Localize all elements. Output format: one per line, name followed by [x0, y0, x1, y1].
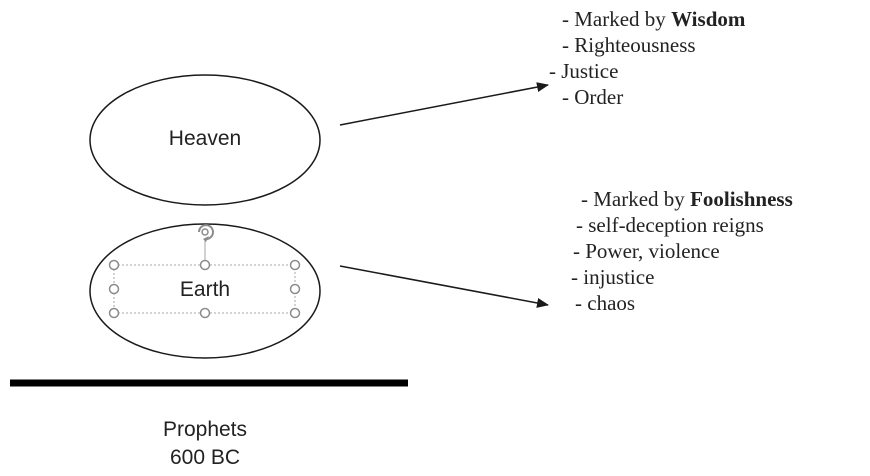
- heaven-trait-item: - Order: [562, 84, 745, 110]
- resize-handle-icon[interactable]: [289, 283, 301, 295]
- earth-trait-text: - injustice: [571, 265, 655, 289]
- heaven-trait-text: - Righteousness: [562, 33, 696, 57]
- resize-handle-icon[interactable]: [108, 259, 120, 271]
- earth-trait-item: - injustice: [571, 264, 793, 290]
- earth-trait-text: - self-deception reigns: [576, 213, 764, 237]
- heaven-trait-item: - Marked by Wisdom: [562, 6, 745, 32]
- earth-traits-list: - Marked by Foolishness - self-deception…: [571, 186, 793, 316]
- heaven-arrow[interactable]: [339, 82, 549, 126]
- heaven-trait-text: - Order: [562, 85, 624, 109]
- heaven-trait-emphasis: Wisdom: [671, 7, 746, 31]
- resize-handle-icon[interactable]: [108, 283, 120, 295]
- prophets-caption: Prophets 600 BC: [105, 416, 305, 472]
- earth-trait-item: - self-deception reigns: [576, 212, 793, 238]
- caption-line-1: Prophets: [162, 418, 248, 441]
- caption-line-2: 600 BC: [169, 446, 241, 469]
- heaven-ellipse[interactable]: [89, 74, 321, 206]
- rotate-handle-icon[interactable]: [198, 224, 214, 242]
- resize-handle-icon[interactable]: [199, 259, 211, 271]
- earth-trait-emphasis: Foolishness: [690, 187, 793, 211]
- earth-trait-text: - Power, violence: [573, 239, 720, 263]
- earth-trait-item: - Marked by Foolishness: [581, 186, 793, 212]
- heaven-traits-list: - Marked by Wisdom- Righteousness- Justi…: [549, 6, 745, 110]
- earth-trait-item: - Power, violence: [573, 238, 793, 264]
- heaven-trait-text: - Justice: [549, 59, 619, 83]
- earth-arrow[interactable]: [339, 265, 549, 308]
- heaven-trait-text: - Marked by: [562, 7, 672, 31]
- earth-ellipse[interactable]: [89, 223, 321, 359]
- heaven-label: Heaven: [168, 127, 242, 150]
- resize-handle-icon[interactable]: [289, 307, 301, 319]
- earth-trait-text: - Marked by: [581, 187, 691, 211]
- heaven-trait-item: - Righteousness: [562, 32, 745, 58]
- resize-handle-icon[interactable]: [108, 307, 120, 319]
- earth-label[interactable]: Earth: [179, 278, 231, 301]
- resize-handle-icon[interactable]: [199, 307, 211, 319]
- resize-handle-icon[interactable]: [289, 259, 301, 271]
- resize-handles: [108, 259, 301, 319]
- heaven-trait-item: - Justice: [549, 58, 745, 84]
- earth-trait-text: - chaos: [575, 291, 636, 315]
- earth-trait-item: - chaos: [575, 290, 793, 316]
